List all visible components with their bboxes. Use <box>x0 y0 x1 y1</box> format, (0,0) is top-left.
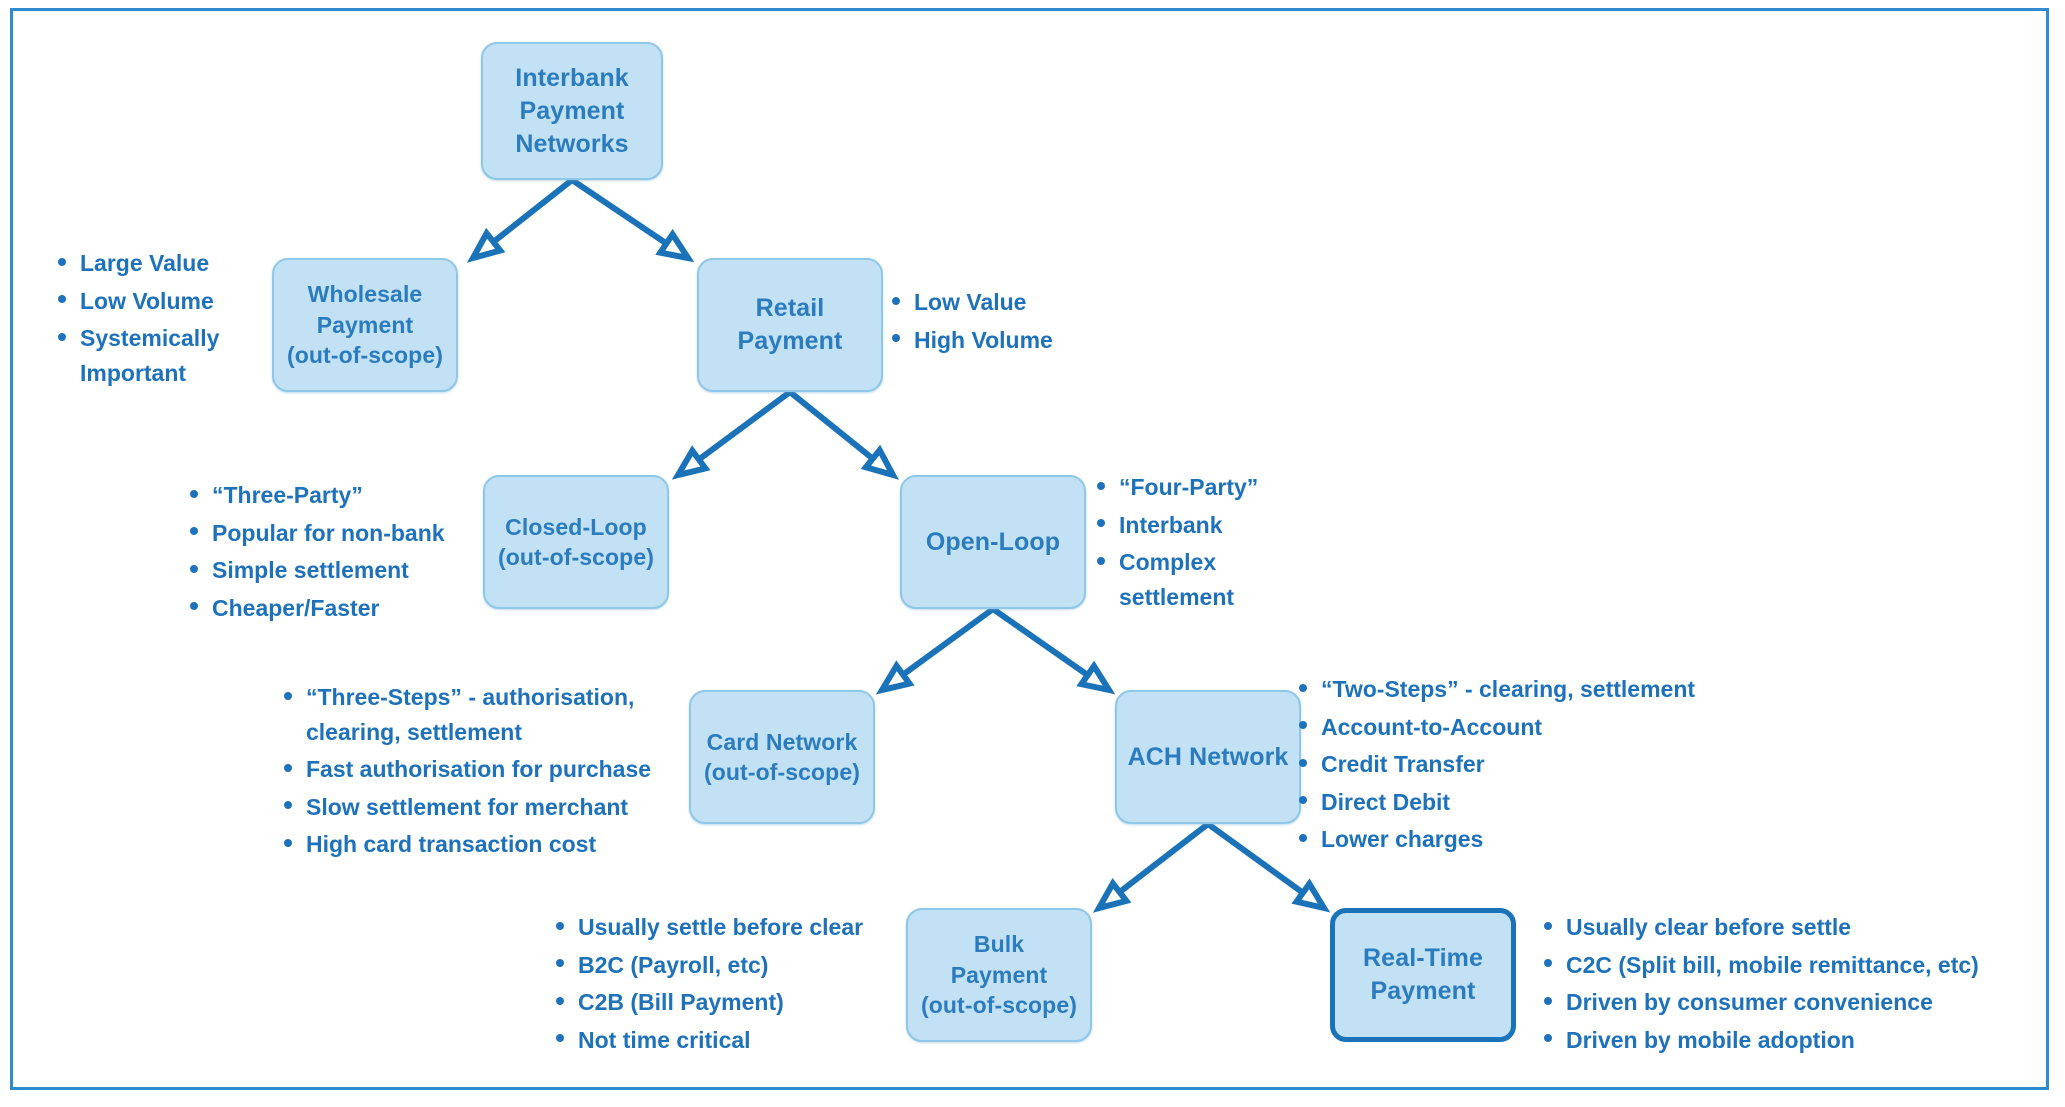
node-retail[interactable]: Retail Payment <box>697 258 883 392</box>
annotation-item: Low Value <box>888 285 1148 320</box>
annotation-item: Cheaper/Faster <box>186 591 476 626</box>
annotation-item: B2C (Payroll, etc) <box>552 948 882 983</box>
node-label: Bulk Payment (out-of-scope) <box>921 931 1077 1019</box>
node-label: Open-Loop <box>925 527 1061 556</box>
annotation-item: Interbank <box>1093 508 1333 543</box>
node-ach-network[interactable]: ACH Network <box>1115 690 1301 824</box>
node-realtime[interactable]: Real-Time Payment <box>1330 908 1516 1042</box>
annotation-item: Large Value <box>54 246 264 281</box>
annotation-item: Account-to-Account <box>1295 710 1715 745</box>
node-bulk-payment[interactable]: Bulk Payment (out-of-scope) <box>906 908 1092 1042</box>
node-label: Interbank Payment Networks <box>515 63 629 158</box>
annotation-item: Not time critical <box>552 1023 882 1058</box>
annotation-item: Lower charges <box>1295 822 1715 857</box>
annotation-item: Usually clear before settle <box>1540 910 2010 945</box>
annotation-item: “Four-Party” <box>1093 470 1333 505</box>
annotation-item: Driven by consumer convenience <box>1540 985 2010 1020</box>
node-open-loop[interactable]: Open-Loop <box>900 475 1086 609</box>
node-label: Closed-Loop (out-of-scope) <box>498 513 654 570</box>
annotation-item: Simple settlement <box>186 553 476 588</box>
node-wholesale[interactable]: Wholesale Payment (out-of-scope) <box>272 258 458 392</box>
node-label: Wholesale Payment (out-of-scope) <box>287 281 443 369</box>
annotation-item: Low Volume <box>54 284 264 319</box>
node-label: Retail Payment <box>737 294 843 355</box>
annotation-item: High Volume <box>888 323 1148 358</box>
annotation-item: Credit Transfer <box>1295 747 1715 782</box>
annotation-item: Usually settle before clear <box>552 910 882 945</box>
annotation-item: Direct Debit <box>1295 785 1715 820</box>
node-card-network[interactable]: Card Network (out-of-scope) <box>689 690 875 824</box>
annotation-item: Slow settlement for merchant <box>280 790 680 825</box>
annotation-item: C2B (Bill Payment) <box>552 985 882 1020</box>
node-interbank[interactable]: Interbank Payment Networks <box>481 42 663 180</box>
annotation-item: Driven by mobile adoption <box>1540 1023 2010 1058</box>
annotation-item: Popular for non-bank <box>186 516 476 551</box>
annotation-item: C2C (Split bill, mobile remittance, etc) <box>1540 948 2010 983</box>
annotation-item: “Three-Party” <box>186 478 476 513</box>
annotation-item: “Three-Steps” - authorisation, clearing,… <box>280 680 680 749</box>
annotation-card-network-notes: “Three-Steps” - authorisation, clearing,… <box>280 680 680 865</box>
annotation-item: High card transaction cost <box>280 827 680 862</box>
node-label: ACH Network <box>1127 742 1289 771</box>
annotation-item: Systemically Important <box>54 321 264 390</box>
annotation-item: Complex settlement <box>1093 545 1333 614</box>
annotation-item: Fast authorisation for purchase <box>280 752 680 787</box>
node-label: Real-Time Payment <box>1363 944 1483 1005</box>
node-label: Card Network (out-of-scope) <box>704 728 860 785</box>
node-closed-loop[interactable]: Closed-Loop (out-of-scope) <box>483 475 669 609</box>
annotation-list: “Three-Steps” - authorisation, clearing,… <box>280 680 680 862</box>
annotation-item: “Two-Steps” - clearing, settlement <box>1295 672 1715 707</box>
